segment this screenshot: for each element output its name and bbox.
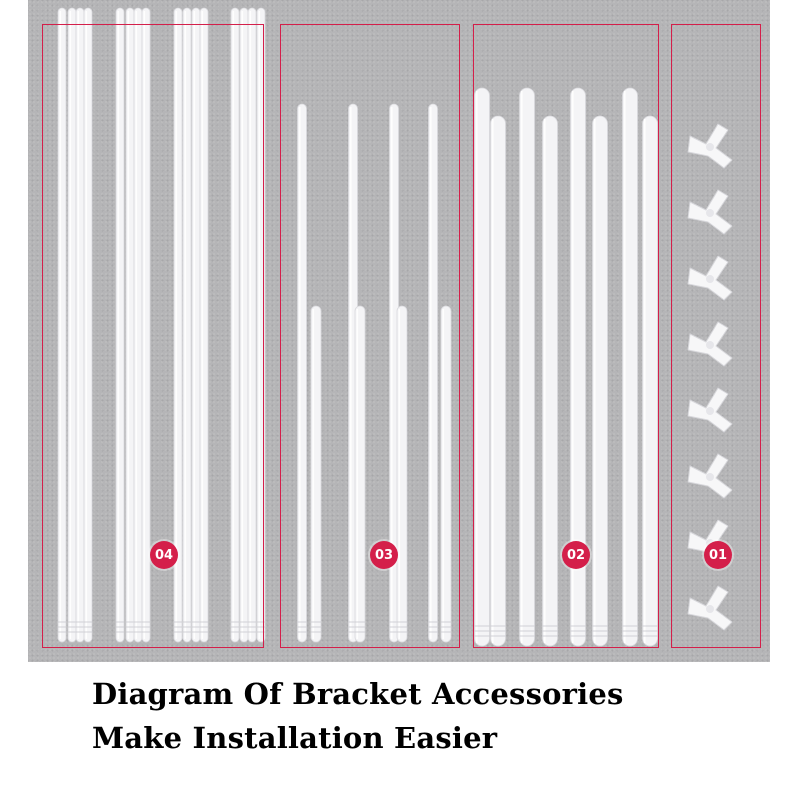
- pole: [474, 87, 490, 647]
- pole: [542, 115, 558, 647]
- group-frame-04: [42, 24, 264, 648]
- group-frame-02: [473, 24, 659, 648]
- group-badge-03: 03: [370, 541, 398, 569]
- caption-line-2: Make Installation Easier: [92, 721, 498, 755]
- pole: [592, 115, 608, 647]
- group-badge-04: 04: [150, 541, 178, 569]
- pole: [642, 115, 658, 647]
- group-frame-03: [280, 24, 460, 648]
- group-badge-01: 01: [704, 541, 732, 569]
- pole: [622, 87, 638, 647]
- pole: [490, 115, 506, 647]
- pole: [570, 87, 586, 647]
- pole: [519, 87, 535, 647]
- caption: Diagram Of Bracket Accessories Make Inst…: [92, 672, 752, 760]
- poles-illustration: [57, 7, 733, 647]
- product-photo: 04 03 02 01: [28, 0, 770, 662]
- caption-line-1: Diagram Of Bracket Accessories: [92, 677, 624, 711]
- group-frame-01: [671, 24, 761, 648]
- group-badge-02: 02: [562, 541, 590, 569]
